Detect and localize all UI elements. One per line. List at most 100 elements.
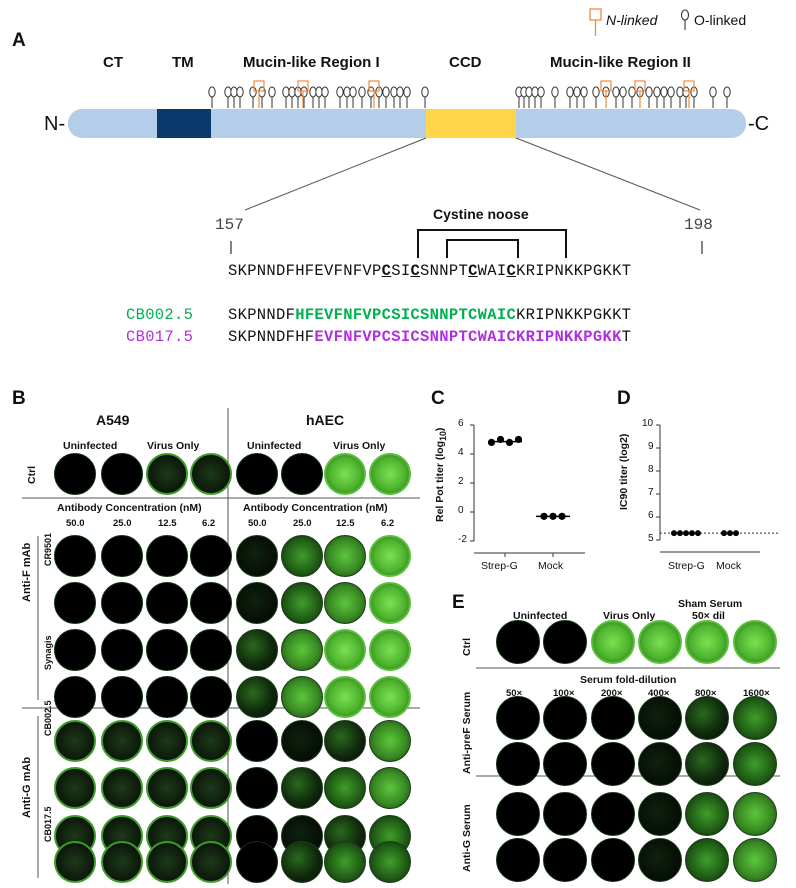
well-a549 [101,676,143,718]
o-linked-legend-icon [680,9,690,30]
d-point [695,530,701,537]
c-ytick-label: 4 [458,447,464,458]
dilution-label: 100× [553,688,575,699]
well-haec [281,767,323,809]
cb002-sequence: SKPNNDFHFEVFNFVPCSICSNNPTCWAICKRIPNKKPGK… [228,306,632,324]
d-ytick-label: 7 [648,487,654,498]
conc-label: 25.0 [113,518,132,529]
well-e-ctrl [496,620,540,664]
well-a549 [54,676,96,718]
well-e-ctrl [733,620,777,664]
well-a549 [101,629,143,671]
well-a549 [146,841,188,883]
well-a549 [54,535,96,577]
panel-b-letter: B [12,388,26,409]
well-e [638,838,682,882]
tm-domain [157,109,211,138]
c-group-mock: Mock [538,560,564,572]
position-198: 198 [684,216,713,234]
well-haec [236,676,278,718]
well-a549 [190,720,232,762]
well-haec-ctrl [281,453,323,495]
ccd-domain [426,109,516,138]
well-e-ctrl [685,620,729,664]
d-point [683,530,689,537]
well-a549 [146,535,188,577]
domain-ct: CT [103,54,123,71]
conc-label: 50.0 [66,518,85,529]
well-haec [281,720,323,762]
well-e [638,696,682,740]
well-haec [324,582,366,624]
well-e [543,792,587,836]
cb017-name: CB017.5 [126,328,194,346]
b-antibody-conc-a549: Antibody Concentration (nM) [57,502,202,514]
conc-label: 12.5 [158,518,177,529]
domain-mucin-2: Mucin-like Region II [550,54,691,71]
e-fold-dilution: Serum fold-dilution [580,674,677,686]
panel-a-letter: A [12,30,26,51]
e-sham-serum: Sham Serum [678,598,743,610]
d-point [671,530,677,537]
d-ytick-label: 5 [648,533,654,544]
well-haec [281,676,323,718]
well-haec-ctrl [236,453,278,495]
cystine-noose-brackets [417,229,567,258]
d-ytick-label: 6 [648,510,654,521]
well-haec [281,629,323,671]
domain-ccd: CCD [449,54,482,71]
well-haec-ctrl [324,453,366,495]
well-e [638,742,682,786]
well-a549 [190,535,232,577]
well-e [685,838,729,882]
well-haec [324,676,366,718]
d-point [727,530,733,537]
well-a549 [190,629,232,671]
d-ytick-label: 8 [648,464,654,475]
well-haec [369,676,411,718]
o-linked-label: O-linked [694,12,747,28]
b-uninfected-haec: Uninfected [247,440,302,452]
well-e [591,838,635,882]
d-point [721,530,727,537]
well-a549 [146,767,188,809]
well-a549 [146,720,188,762]
c-ytick-label: 2 [458,476,464,487]
well-e-ctrl [543,620,587,664]
well-e [733,792,777,836]
well-e [685,792,729,836]
well-e [733,742,777,786]
b-virus-only-haec: Virus Only [333,440,386,452]
c-ytick-label: -2 [458,534,467,545]
b-antibody-conc-haec: Antibody Concentration (nM) [243,502,388,514]
well-haec [324,841,366,883]
a549-header: A549 [96,412,130,428]
well-a549 [54,767,96,809]
well-haec-ctrl [369,453,411,495]
well-a549 [190,841,232,883]
well-e [638,792,682,836]
c-ytick-label: 0 [458,505,464,516]
e-virus-only: Virus Only [603,610,656,622]
dilution-label: 800× [695,688,717,699]
well-e [496,838,540,882]
well-e [685,696,729,740]
well-haec [369,720,411,762]
e-sham-dil: 50× dil [692,610,725,622]
well-a549-ctrl [54,453,96,495]
well-haec [236,720,278,762]
c-point [549,512,557,520]
well-e [496,792,540,836]
domain-mucin-1: Mucin-like Region I [243,54,380,71]
well-e [591,742,635,786]
c-point [514,435,523,444]
well-a549 [101,841,143,883]
cystine-noose-label: Cystine noose [433,206,529,222]
well-e [591,792,635,836]
haec-header: hAEC [306,412,345,428]
n-linked-label: N-linked [606,12,658,28]
